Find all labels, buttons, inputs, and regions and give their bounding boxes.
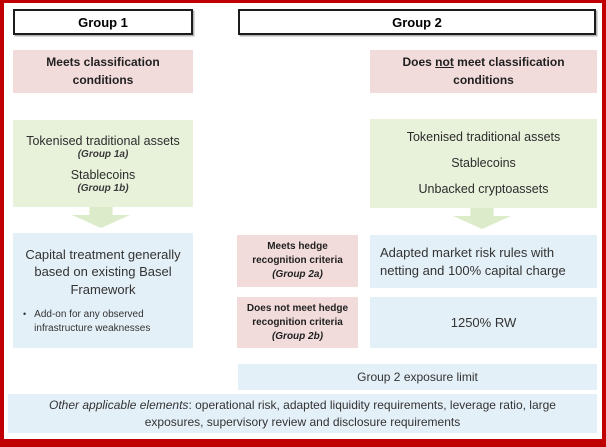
group1-capital-treatment-text: Capital treatment generally based on exi… bbox=[25, 246, 181, 297]
group1-asset-stablecoins: Stablecoins bbox=[70, 167, 136, 182]
group2-asset-unbacked: Unbacked cryptoassets bbox=[418, 182, 549, 196]
group2a-hedge-label: Meets hedge recognition criteria bbox=[252, 241, 343, 266]
group1-header-box: Group 1 bbox=[13, 9, 193, 35]
group2b-risk-weight-text: 1250% RW bbox=[450, 314, 517, 330]
group1a-label: (Group 1a) bbox=[77, 148, 129, 160]
group1-classification-box: Meets classification conditions bbox=[13, 50, 193, 93]
group1-addon-text: Add-on for any observed infrastructure w… bbox=[34, 309, 151, 334]
group1-asset-tokenised: Tokenised traditional assets bbox=[26, 133, 180, 148]
group2-header-label: Group 2 bbox=[392, 14, 442, 30]
group1-classification-label: Meets classification conditions bbox=[46, 55, 160, 87]
underlined-not: not bbox=[435, 55, 454, 70]
group1b-label: (Group 1b) bbox=[77, 182, 129, 194]
bullet-icon: • bbox=[23, 309, 27, 320]
group2b-risk-weight-box: 1250% RW bbox=[370, 297, 597, 348]
other-elements-lead: Other applicable elements bbox=[49, 397, 189, 412]
group2a-market-risk-box: Adapted market risk rules with netting a… bbox=[370, 235, 597, 288]
group1-addon-bullet: • Add-on for any observed infrastructure… bbox=[13, 308, 193, 335]
group1-capital-treatment-box: Capital treatment generally based on exi… bbox=[13, 233, 193, 348]
group2a-sub-label: (Group 2a) bbox=[272, 269, 323, 280]
group1-header-label: Group 1 bbox=[78, 14, 128, 30]
group2b-sub-label: (Group 2b) bbox=[271, 330, 324, 342]
other-elements-text: Other applicable elements: operational r… bbox=[49, 397, 556, 429]
group2-down-arrow-icon bbox=[453, 208, 511, 229]
group2-classification-label: Does not meet classification conditions bbox=[402, 55, 565, 87]
group2-assets-box: Tokenised traditional assets Stablecoins… bbox=[370, 119, 597, 208]
group1-down-arrow-icon bbox=[72, 207, 130, 228]
group2-asset-tokenised: Tokenised traditional assets bbox=[406, 130, 561, 144]
group2a-hedge-box: Meets hedge recognition criteria (Group … bbox=[237, 235, 358, 287]
group2b-hedge-box: Does not meet hedge recognition criteria… bbox=[237, 297, 358, 348]
group2-header-box: Group 2 bbox=[238, 9, 596, 35]
group2-classification-box: Does not meet classification conditions bbox=[370, 50, 597, 93]
group2a-market-risk-text: Adapted market risk rules with netting a… bbox=[380, 244, 566, 278]
group2b-hedge-label: Does not meet hedge recognition criteria… bbox=[246, 302, 349, 342]
group2-exposure-limit-text: Group 2 exposure limit bbox=[357, 370, 478, 384]
group2-exposure-limit-box: Group 2 exposure limit bbox=[238, 364, 597, 390]
group2-asset-stablecoins: Stablecoins bbox=[451, 156, 516, 170]
group1-assets-box: Tokenised traditional assets (Group 1a) … bbox=[13, 120, 193, 207]
other-elements-box: Other applicable elements: operational r… bbox=[8, 394, 597, 433]
